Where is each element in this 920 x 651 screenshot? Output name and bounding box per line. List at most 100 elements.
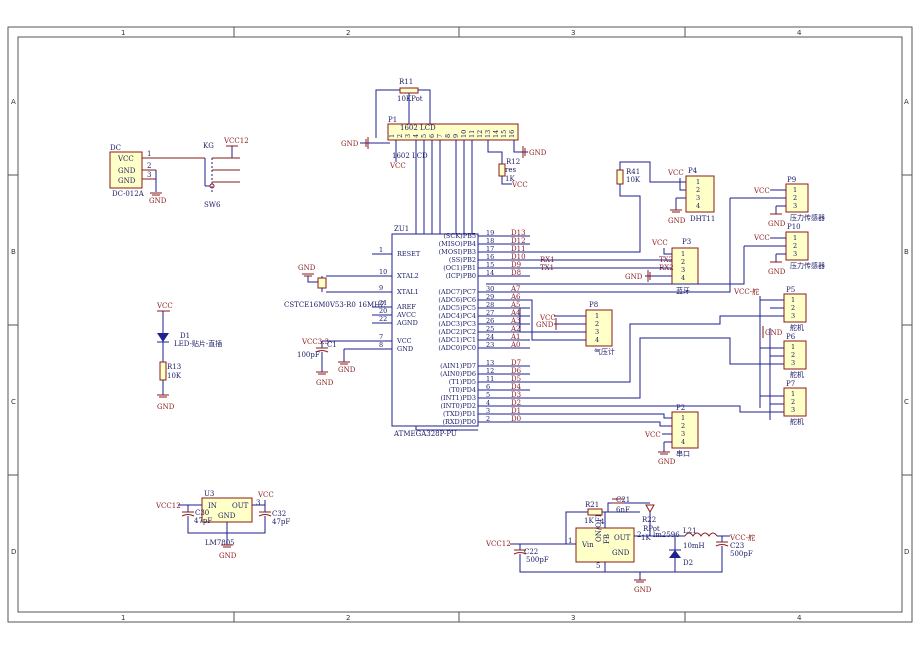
servo-1-ref: P5 [786,286,795,294]
servo-2-pin-2: 2 [791,351,795,359]
reg2-pin-r: 1K [641,534,651,542]
grid-row-a-right: A [904,98,909,106]
lcd-gnd-left: GND [341,140,359,148]
lcd-part: 1602 LCD [392,152,428,160]
reg1-in: IN [208,502,217,510]
mcu-net-A3: A3 [510,317,521,325]
reg2-r21: R21 [585,501,599,509]
lcd-r12: R12 [506,158,520,166]
mcu-right-num-11: 11 [486,375,494,383]
mcu-net-D8: D8 [511,269,521,277]
mcu-left-num-20: 20 [379,307,387,315]
reg1-ground: GND [219,552,237,560]
bt-pin-2: 2 [681,258,685,266]
p9-pin-3: 3 [793,202,797,210]
mcu-right-name-3: (TXD)PD1 [443,410,476,418]
lcd-pin-2: 2 [396,134,404,138]
mcu-net-D11: D11 [511,245,526,253]
crystal-part: CSTCE16M0V53-R0 16MHZ [284,301,385,309]
mcu-right-num-29: 29 [486,293,494,301]
reg1-out: OUT [232,502,249,510]
mcu-left-num-10: 10 [379,268,387,276]
reg1-c-out-v: 47pF [272,518,290,526]
mcu-right-name-14: (ICP)PB0 [446,272,476,280]
lcd-pin-7: 7 [436,134,444,138]
mcu-left-num-22: 22 [379,315,387,323]
dc-part: DC-012A [112,190,145,198]
reg2-net-out: VCC-舵 [729,533,755,542]
grid-col-3-bottom: 3 [571,614,575,622]
mcu-right-name-19: (SCK)PB5 [443,232,476,240]
servo-vcc: VCC-舵 [733,287,759,296]
led-r: R13 [167,363,181,371]
mcu-net-D6: D6 [511,367,522,375]
c1: VCC3.3 C1 100pF GND GND [297,338,372,387]
pot-ref: R11 [399,78,413,86]
bt-pin-1: 1 [681,250,685,258]
lcd-title: 1602 LCD [400,124,436,132]
reg2-c22: C22 [524,548,538,556]
uart-pin-4: 4 [681,438,685,446]
p9-part: 压力传感器 [790,213,825,222]
bt-part: 蓝牙 [676,286,690,295]
mcu-right-num-26: 26 [486,317,494,325]
mcu-net-A2: A2 [510,325,521,333]
dht-vcc: VCC [667,169,684,177]
mcu-right-num-13: 13 [486,359,494,367]
mcu-net-A6: A6 [510,293,521,301]
reg2-ground: GND [634,586,652,594]
mcu-left-pins: RESET1XTAL210XTAL19AREF21AVCC20AGND22VCC… [372,246,421,353]
reg1-gnd: GND [218,512,236,520]
gas-pin-3: 3 [595,328,599,336]
mcu-right-name-13: (AIN1)PD7 [440,362,476,370]
mcu-right-name-16: (SS)PB2 [449,256,476,264]
uart-ref: P2 [676,404,685,412]
reg1-pin3: 3 [256,499,260,507]
p10-pin-2: 2 [793,242,797,250]
reg2-c23v: 500pF [730,550,753,558]
reg2-pin2: 2 [637,531,641,539]
reg1-c-in-v: 47pF [194,517,212,525]
mcu-right-num-28: 28 [486,301,494,309]
mcu-right-num-5: 5 [486,391,490,399]
mcu-net-D13: D13 [511,229,526,237]
mcu-left-name-20: AVCC [396,311,416,319]
regulator-7805: U3 IN OUT GND VCC12 VCC 3 C32 47pF C30 4… [155,490,290,560]
bt-pin-4: 4 [681,274,685,282]
p9-pin-numbers: 123 [793,186,797,210]
c1-gnd2: GND [338,366,356,374]
p9-pin-2: 2 [793,194,797,202]
gas-pin-2: 2 [595,320,599,328]
mcu-right-name-11: (T1)PD5 [449,378,476,386]
mcu-right-num-27: 27 [486,309,494,317]
mcu-left-num-8: 8 [379,341,383,349]
gas-vcc: VCC [539,314,556,322]
lcd-ref: P1 [388,116,397,124]
reg2-vin: Vin [581,541,594,549]
reg2-onoff: ON/OFF [595,512,603,542]
mcu-net-D9: D9 [511,261,521,269]
mcu-right-num-4: 4 [486,399,490,407]
mcu-net-D10: D10 [511,253,526,261]
mcu-left-name-9: XTAL1 [397,288,419,296]
dc-pin-vcc: VCC [117,155,134,163]
pot-value: 10KPot [397,95,423,103]
c1-gnd: GND [316,379,334,387]
reg2-chip: lm2596 [653,531,680,539]
grid-row-a-left: A [11,98,16,106]
reg2-fb: FB [603,534,611,544]
dht-gnd: GND [668,217,686,225]
led-gnd: GND [157,403,175,411]
grid-col-2-bottom: 2 [346,614,350,622]
grid-col-2-top: 2 [346,29,350,37]
dc-ref: DC [110,144,121,152]
mcu-right-name-15: (OC1)PB1 [443,264,476,272]
mcu-right-num-14: 14 [486,269,494,277]
mcu-right-num-19: 19 [486,229,494,237]
dht-pin-3: 3 [696,194,700,202]
lcd-r12-val2: 1K [505,175,515,183]
gas-part: 气压计 [594,347,615,356]
